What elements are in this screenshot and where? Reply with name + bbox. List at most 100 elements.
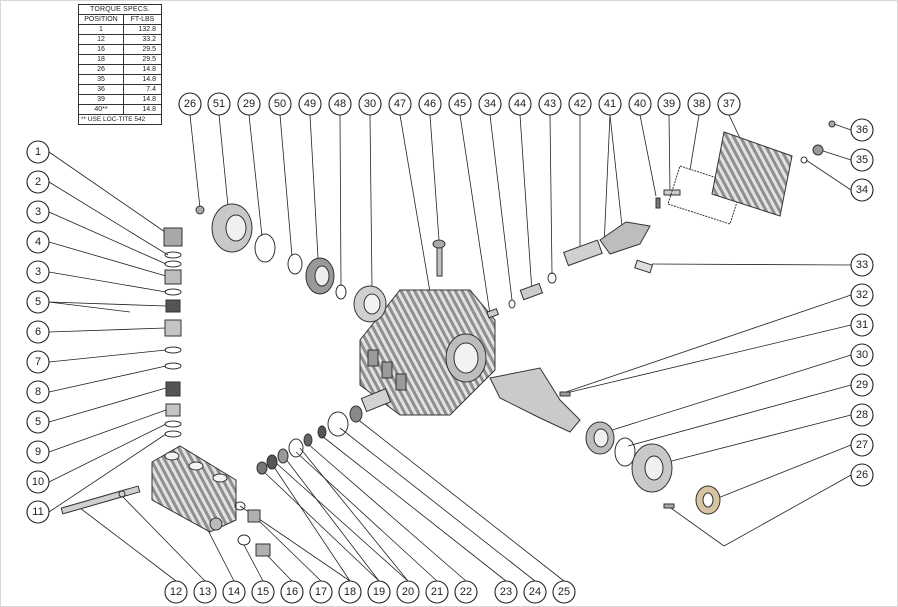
callout-label: 47 [394,98,406,110]
leader-line [355,417,565,582]
o-ring-7 [164,346,182,354]
leader-line [565,294,852,393]
callout-bubble: 32 [850,283,874,307]
leader-line [48,387,167,423]
callout-label: 11 [32,506,43,518]
leader-line [218,114,229,207]
valve-plug [163,227,183,247]
leader-line [243,544,264,582]
seal-25 [349,405,363,423]
callout-bubble: 15 [251,580,275,604]
ring-48 [335,284,347,300]
o-ring-17 [234,501,246,511]
callout-bubble: 51 [207,92,231,116]
callout-label: 38 [693,98,705,110]
callout-label: 15 [257,586,269,598]
callout-label: 42 [574,98,586,110]
callout-bubble: 13 [193,580,217,604]
callout-bubble: 30 [850,343,874,367]
callout-bubble: 5 [26,410,50,434]
plug-17 [247,509,261,523]
callout-bubble: 47 [388,92,412,116]
manifold-outlet [209,517,223,531]
washer-43 [547,272,557,284]
seal-23 [317,425,327,439]
ring-34 [508,299,516,309]
leader-line [489,114,513,301]
pump-parts [60,120,836,557]
callout-label: 9 [35,446,41,458]
callout-bubble: 45 [448,92,472,116]
leader-line [519,114,533,293]
leader-line [48,365,167,393]
callout-bubble: 48 [328,92,352,116]
callout-label: 41 [604,98,616,110]
callout-bubble: 26 [178,92,202,116]
rear-cover-37 [711,131,793,217]
leader-line [48,211,167,265]
oil-dipstick [436,245,443,277]
leader-line [603,114,611,247]
callout-label: 50 [274,98,286,110]
seal-20 [277,448,289,464]
callout-bubble: 5 [26,290,50,314]
callout-bubble: 12 [164,580,188,604]
o-ring-3 [164,260,182,268]
o-ring-29 [254,233,276,263]
valve-seat [164,269,182,285]
crankshaft [489,367,581,433]
callout-bubble: 3 [26,200,50,224]
leader-line [609,114,623,227]
callout-label: 29 [856,379,868,391]
callout-label: 18 [344,586,356,598]
leader-line [369,114,373,289]
callout-bubble: 42 [568,92,592,116]
callout-label: 31 [856,319,868,331]
table-note: ** USE LOC-TITE 542 [78,114,162,125]
leader-line [627,384,852,447]
callout-label: 27 [856,439,868,451]
callout-label: 26 [184,98,196,110]
seal-22 [303,433,313,447]
leader-line [121,495,206,582]
callout-label: 16 [286,586,298,598]
callout-label: 13 [199,586,211,598]
leader-line [299,447,409,582]
callout-label: 19 [373,586,385,598]
leader-line [48,241,167,277]
leader-line [309,114,319,259]
crankcase-bore-inner [453,342,479,374]
callout-bubble: 41 [598,92,622,116]
callout-label: 36 [856,124,868,136]
cover-screw-36 [828,120,836,128]
callout-label: 40 [634,98,646,110]
callout-label: 23 [500,586,512,598]
o-ring-10 [164,420,182,428]
callout-bubble: 50 [268,92,292,116]
o-ring-50 [287,253,303,275]
leader-line [48,423,167,483]
callout-bubble: 29 [237,92,261,116]
leader-line [253,515,322,582]
key-31 [559,391,571,397]
o-ring-11 [164,430,182,438]
bearing-cover-28-bore [644,455,664,481]
callout-bubble: 25 [552,580,576,604]
callout-bubble: 9 [26,440,50,464]
callout-label: 51 [213,98,225,110]
leader-line [79,507,177,582]
callout-label: 30 [364,98,376,110]
pin-45 [486,308,500,319]
callout-label: 5 [35,416,41,428]
connecting-rod-41 [599,221,651,255]
callout-label: 33 [856,259,868,271]
callout-label: 17 [315,586,327,598]
manifold-bolt [60,485,141,515]
callout-label: 22 [460,586,472,598]
table-note-row: ** USE LOC-TITE 542 [78,114,162,125]
plug-16 [255,543,271,557]
screw-26b [663,503,675,509]
callout-label: 4 [35,236,41,248]
leader-line [728,114,741,139]
screw-26 [195,205,205,215]
